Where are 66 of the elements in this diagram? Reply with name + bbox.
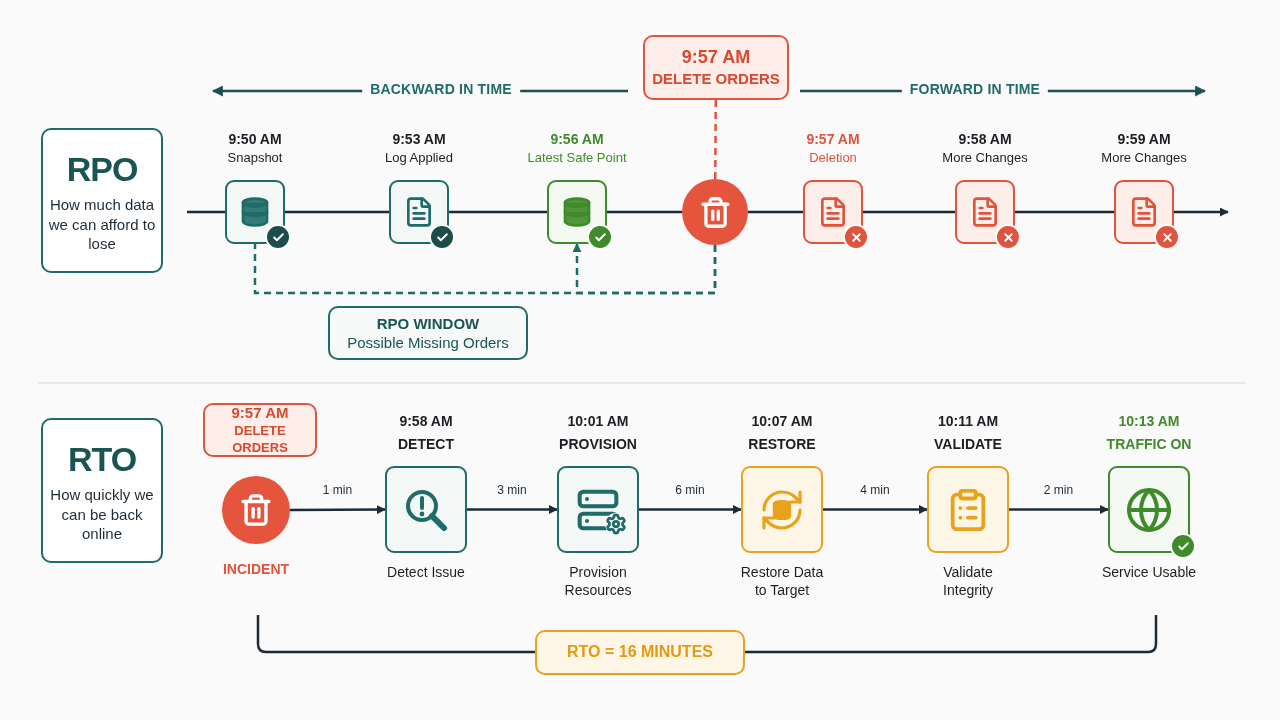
step-description: Detect Issue [387,563,465,582]
direction-label: FORWARD IN TIME [901,81,1049,97]
time-label: 9:50 AM [228,130,282,149]
step-label: PROVISION [559,435,637,454]
metric-card [41,128,163,273]
time-label: 9:58 AM [958,130,1012,149]
time-label: 10:11 AM [937,412,999,431]
callout-title: 9:57 AM [230,403,290,423]
arrow [290,505,386,515]
step-description: Provision Resources [563,563,633,600]
callout-box [328,306,528,360]
callout-title: RTO = 16 MINUTES [566,642,714,663]
icon-tile [557,466,639,553]
timeline-line [607,210,682,214]
icon-tile [741,466,823,553]
callout-subtitle: DELETE ORDERS [651,69,781,89]
timeline-line [187,210,225,214]
step-label: More Changes [1101,150,1187,167]
metric-description: How much data we can afford to lose [47,195,157,254]
step-label: INCIDENT [222,560,290,579]
dashed-connector [253,244,717,295]
step-label: Snapshot [227,150,283,167]
metric-card [41,418,163,563]
step-label: VALIDATE [934,435,1002,454]
step-label: RESTORE [748,435,816,454]
step-label: DETECT [398,435,454,454]
arrow [823,505,928,514]
step-label: Log Applied [385,150,453,167]
arrow [639,505,742,514]
arrow [1009,505,1109,514]
time-label: 10:07 AM [751,412,813,431]
icon-tile [385,466,467,553]
timeline-line [863,210,955,214]
direction-label: BACKWARD IN TIME [362,81,520,97]
metric-title: RTO [66,439,138,481]
callout-title: RPO WINDOW [375,313,481,333]
arrow [1174,207,1229,217]
metric-description: How quickly we can be back online [49,485,155,544]
time-label: 9:56 AM [550,130,604,149]
dashed-connector [714,100,718,179]
time-label: 9:53 AM [392,130,446,149]
callout-box [203,403,317,457]
time-label: 10:13 AM [1118,412,1180,431]
time-label: 10:01 AM [567,412,629,431]
step-label: TRAFFIC ON [1106,435,1192,454]
timeline-line [449,210,547,214]
metric-title: RPO [65,149,139,191]
step-label: Latest Safe Point [527,150,627,167]
callout-box [535,630,745,675]
timeline-line [285,210,389,214]
arrow [467,505,558,514]
step-description: Validate Integrity [942,563,994,600]
step-description: Service Usable [1101,563,1197,582]
time-label: 9:59 AM [1117,130,1171,149]
step-label: Deletion [809,150,857,167]
timeline-line [748,210,803,214]
callout-subtitle: Possible Missing Orders [346,333,510,353]
callout-subtitle: DELETE ORDERS [231,422,289,457]
step-label: More Changes [942,150,1028,167]
step-description: Restore Data to Target [739,563,825,600]
icon-tile [927,466,1009,553]
timeline-line [1015,210,1114,214]
time-label: 9:57 AM [806,130,860,149]
callout-title: 9:57 AM [680,46,752,70]
time-label: 9:58 AM [399,412,453,431]
callout-box [643,35,789,100]
